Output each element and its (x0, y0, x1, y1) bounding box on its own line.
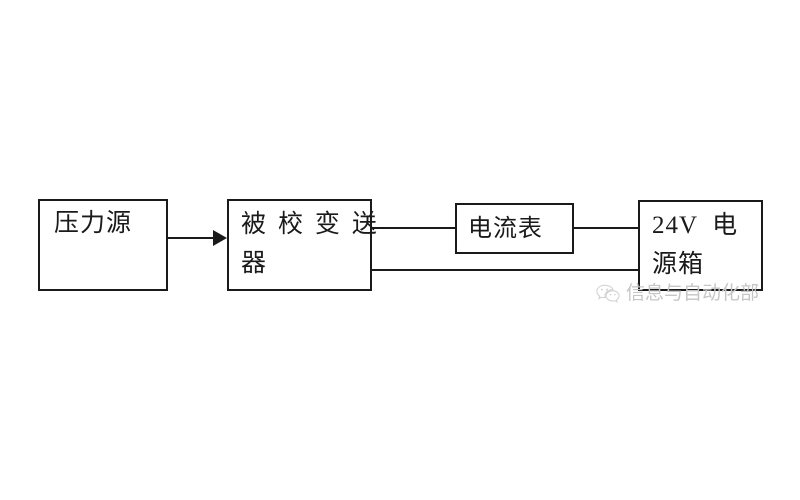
block-ammeter-label: 电流表 (468, 215, 543, 242)
block-transmitter-label-line2: 器 (241, 249, 269, 277)
arrow-head-icon (213, 230, 227, 246)
block-transmitter-label-line1: 被 校 变 送 (241, 210, 380, 238)
wechat-icon (596, 284, 620, 305)
block-ammeter[interactable]: 电流表 (455, 203, 574, 254)
connector-power-supply-return (370, 269, 639, 271)
block-pressure-source-label: 压力源 (54, 209, 133, 237)
block-power-supply-label-line1: 24V 电 (652, 212, 739, 239)
block-transmitter[interactable]: 被 校 变 送器 (227, 199, 377, 291)
block-transmitter-label: 被 校 变 送器 (241, 205, 379, 283)
block-power-supply-label-line2: 源箱 (652, 251, 705, 278)
connector-pressure-to-transmitter (166, 237, 215, 239)
block-pressure-source[interactable]: 压力源 (38, 199, 168, 291)
block-power-supply-label: 24V 电源箱 (652, 206, 738, 284)
connector-transmitter-to-ammeter (370, 227, 456, 229)
connector-ammeter-to-power-supply (572, 227, 639, 229)
block-power-supply[interactable]: 24V 电源箱 (638, 200, 763, 291)
